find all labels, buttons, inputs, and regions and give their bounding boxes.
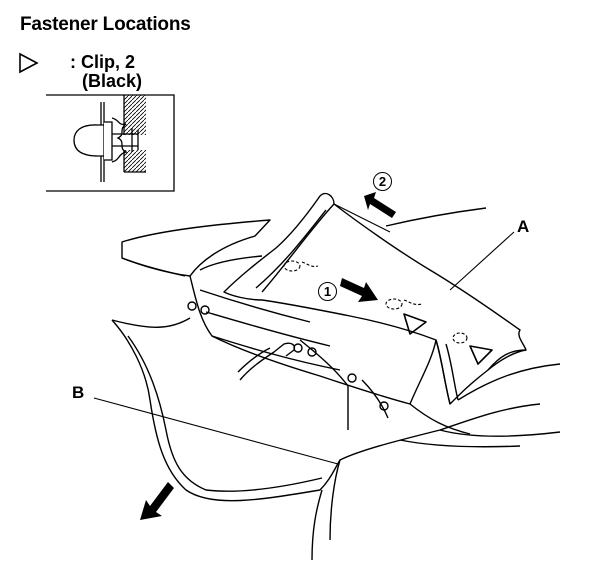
page-title: Fastener Locations (20, 14, 191, 35)
clip-triangle-1 (403, 313, 427, 335)
legend-clip-color: (Black) (82, 71, 143, 91)
step-2-marker: 2 (373, 172, 392, 191)
clip-head (73, 124, 105, 157)
wire-harness (239, 342, 296, 381)
inset-panel-top (124, 95, 146, 135)
clip-triangle-2 (469, 345, 493, 365)
clip-marker-right (452, 332, 468, 344)
rear-panel-drawing (93, 192, 561, 561)
inset-panel-bottom (124, 150, 146, 172)
legend-clip-label: : Clip, 2 (70, 52, 136, 72)
step-1-marker: 1 (318, 282, 337, 301)
arrow-step-2-icon (364, 192, 396, 218)
inner-body-structure (189, 275, 437, 405)
clip-marker-upper (283, 260, 319, 272)
upper-body-outline (121, 219, 271, 277)
arrow-outward-icon (140, 482, 174, 520)
leader-a (449, 231, 515, 291)
triangle-outline-icon (19, 52, 39, 74)
callout-b: B (72, 383, 85, 402)
callout-a: A (517, 217, 530, 236)
clip-detail-inset (46, 94, 175, 192)
clip-marker-middle (385, 298, 423, 310)
arrow-step-1-icon (340, 278, 378, 302)
leader-b (93, 397, 339, 465)
direction-arrows (140, 192, 396, 520)
inset-frame (46, 94, 175, 192)
